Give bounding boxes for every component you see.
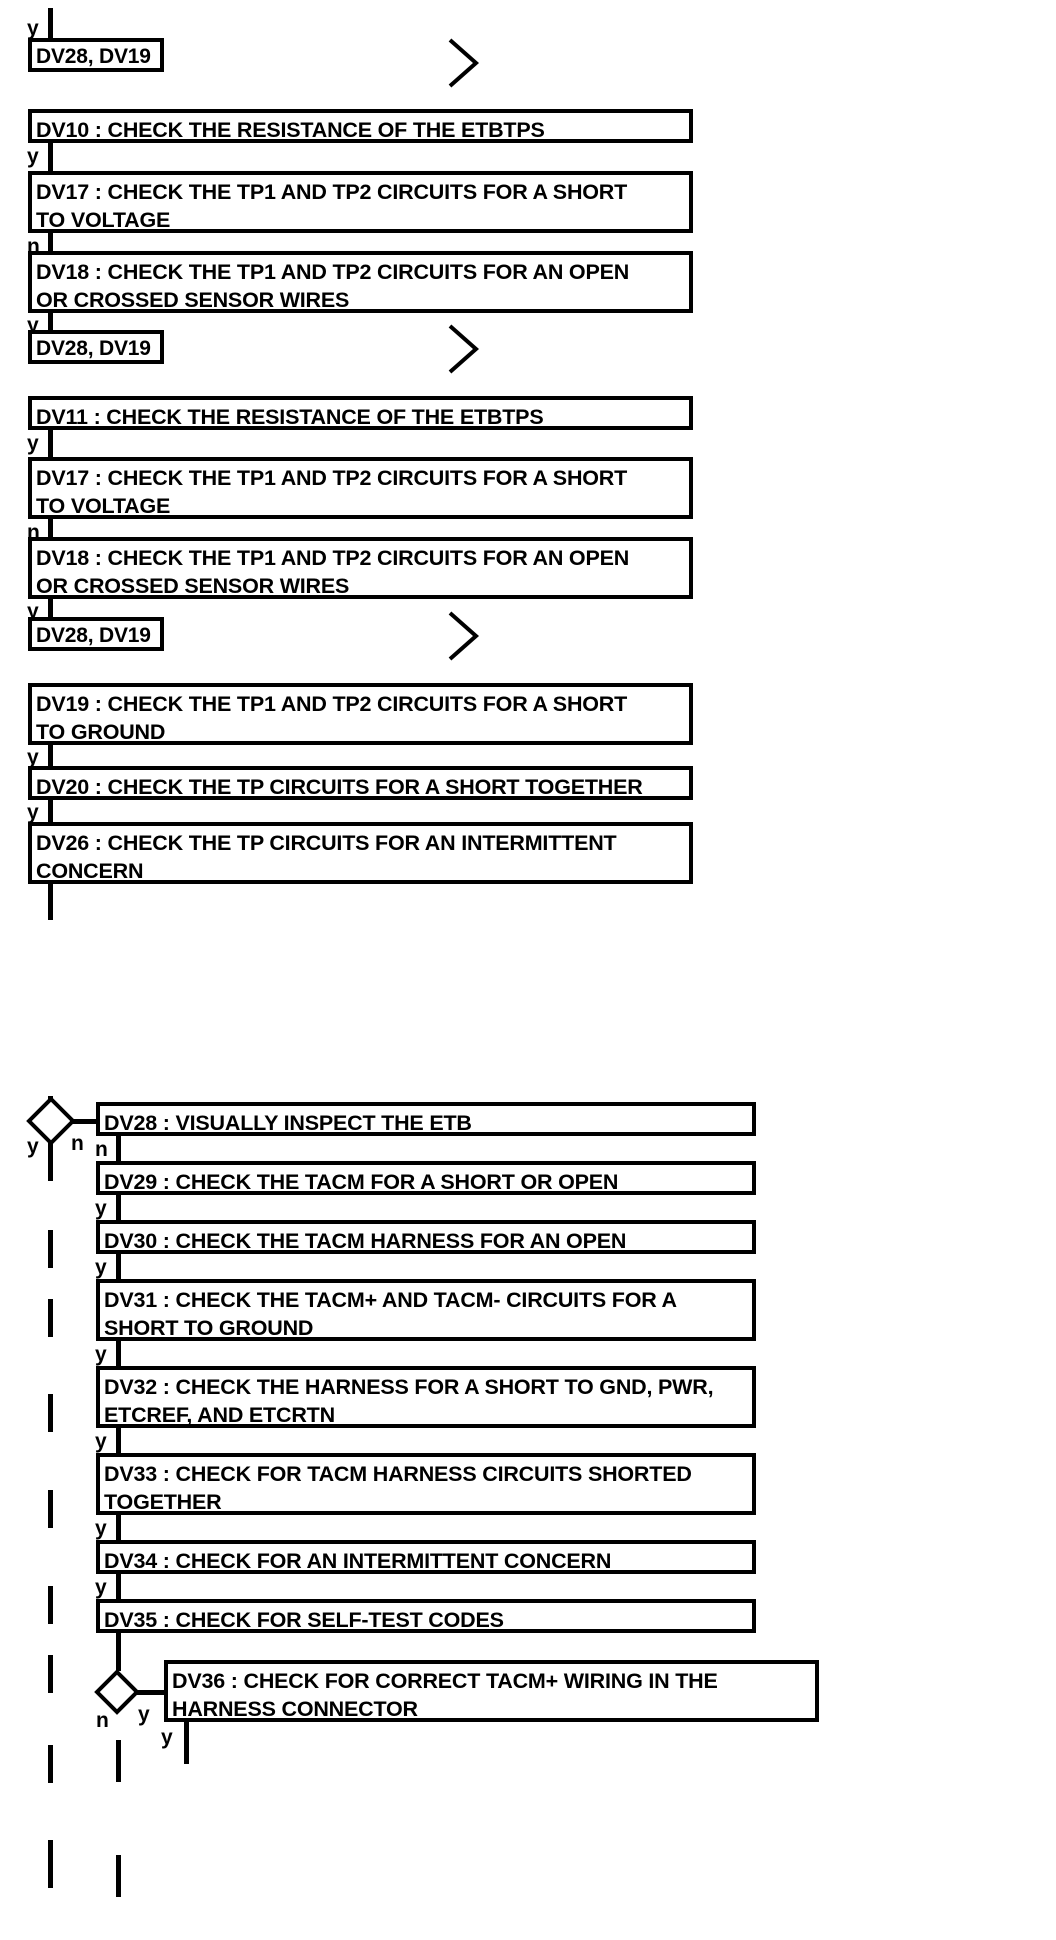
branch-label-y: y xyxy=(95,1197,107,1220)
connector-line xyxy=(48,233,53,261)
connector-line xyxy=(48,313,53,337)
page-break-chevron-icon xyxy=(448,611,480,661)
connector-line xyxy=(48,1141,53,1181)
branch-label-n: n xyxy=(71,1132,84,1155)
branch-label-y: y xyxy=(27,432,39,455)
branch-label-y: y xyxy=(95,1343,107,1366)
branch-label-y: y xyxy=(27,1135,39,1158)
node-dv19[interactable]: DV19 : CHECK THE TP1 AND TP2 CIRCUITS FO… xyxy=(28,683,693,745)
node-dv30[interactable]: DV30 : CHECK THE TACM HARNESS FOR AN OPE… xyxy=(96,1220,756,1254)
branch-label-n: n xyxy=(96,1709,109,1732)
connector-line-dashed xyxy=(48,1586,53,1624)
connector-line xyxy=(116,1136,121,1162)
branch-label-y: y xyxy=(27,145,39,168)
connector-line xyxy=(116,1195,121,1221)
connector-line xyxy=(48,884,53,920)
branch-label-n: n xyxy=(95,1138,108,1161)
node-dv18-b[interactable]: DV18 : CHECK THE TP1 AND TP2 CIRCUITS FO… xyxy=(28,537,693,599)
node-dv18-a[interactable]: DV18 : CHECK THE TP1 AND TP2 CIRCUITS FO… xyxy=(28,251,693,313)
branch-label-y: y xyxy=(138,1703,150,1726)
decision-diamond-dv36[interactable] xyxy=(94,1669,140,1715)
node-ref-dv28-dv19-top[interactable]: DV28, DV19 xyxy=(28,38,164,72)
connector-line-dashed xyxy=(48,1394,53,1432)
connector-line xyxy=(116,1428,121,1454)
connector-line xyxy=(134,1690,166,1695)
branch-label-y: y xyxy=(27,801,39,824)
node-dv35[interactable]: DV35 : CHECK FOR SELF-TEST CODES xyxy=(96,1599,756,1633)
connector-line xyxy=(116,1515,121,1541)
page-break-chevron-icon xyxy=(448,38,480,88)
node-dv34[interactable]: DV34 : CHECK FOR AN INTERMITTENT CONCERN xyxy=(96,1540,756,1574)
connector-line xyxy=(116,1574,121,1600)
connector-line-dashed xyxy=(48,1230,53,1268)
connector-line xyxy=(116,1341,121,1367)
connector-line xyxy=(48,430,53,458)
node-dv36[interactable]: DV36 : CHECK FOR CORRECT TACM+ WIRING IN… xyxy=(164,1660,819,1722)
connector-line xyxy=(184,1722,189,1764)
node-ref-dv28-dv19-bottom[interactable]: DV28, DV19 xyxy=(28,617,164,651)
connector-line xyxy=(116,1254,121,1280)
connector-line xyxy=(48,800,53,824)
connector-line-dashed xyxy=(116,1855,121,1897)
node-dv26[interactable]: DV26 : CHECK THE TP CIRCUITS FOR AN INTE… xyxy=(28,822,693,884)
connector-line-dashed xyxy=(48,1299,53,1337)
node-dv28[interactable]: DV28 : VISUALLY INSPECT THE ETB xyxy=(96,1102,756,1136)
node-dv11[interactable]: DV11 : CHECK THE RESISTANCE OF THE ETBTP… xyxy=(28,396,693,430)
connector-line xyxy=(48,1096,53,1100)
page-break-chevron-icon xyxy=(448,324,480,374)
connector-line-dashed xyxy=(48,1490,53,1528)
connector-line-dashed xyxy=(48,1745,53,1783)
branch-label-y: y xyxy=(27,17,39,40)
connector-line xyxy=(70,1119,100,1124)
branch-label-y: y xyxy=(95,1517,107,1540)
branch-label-y: y xyxy=(95,1256,107,1279)
branch-label-y: y xyxy=(161,1726,173,1749)
connector-line xyxy=(48,8,53,38)
branch-label-y: y xyxy=(27,746,39,769)
node-dv20[interactable]: DV20 : CHECK THE TP CIRCUITS FOR A SHORT… xyxy=(28,766,693,800)
branch-label-y: y xyxy=(27,600,39,623)
node-dv10[interactable]: DV10 : CHECK THE RESISTANCE OF THE ETBTP… xyxy=(28,109,693,143)
connector-line xyxy=(48,143,53,171)
node-dv17-b[interactable]: DV17 : CHECK THE TP1 AND TP2 CIRCUITS FO… xyxy=(28,457,693,519)
node-dv29[interactable]: DV29 : CHECK THE TACM FOR A SHORT OR OPE… xyxy=(96,1161,756,1195)
connector-line-dashed xyxy=(48,1840,53,1888)
connector-line xyxy=(116,1740,121,1782)
connector-line xyxy=(48,599,53,623)
connector-line xyxy=(48,745,53,769)
node-ref-dv28-dv19-mid[interactable]: DV28, DV19 xyxy=(28,330,164,364)
connector-line xyxy=(48,519,53,547)
connector-line-dashed xyxy=(48,1655,53,1693)
connector-line xyxy=(116,1633,121,1671)
node-dv33[interactable]: DV33 : CHECK FOR TACM HARNESS CIRCUITS S… xyxy=(96,1453,756,1515)
branch-label-y: y xyxy=(95,1430,107,1453)
branch-label-y: y xyxy=(95,1576,107,1599)
branch-label-y: y xyxy=(27,314,39,337)
node-dv17-a[interactable]: DV17 : CHECK THE TP1 AND TP2 CIRCUITS FO… xyxy=(28,171,693,233)
node-dv31[interactable]: DV31 : CHECK THE TACM+ AND TACM- CIRCUIT… xyxy=(96,1279,756,1341)
node-dv32[interactable]: DV32 : CHECK THE HARNESS FOR A SHORT TO … xyxy=(96,1366,756,1428)
